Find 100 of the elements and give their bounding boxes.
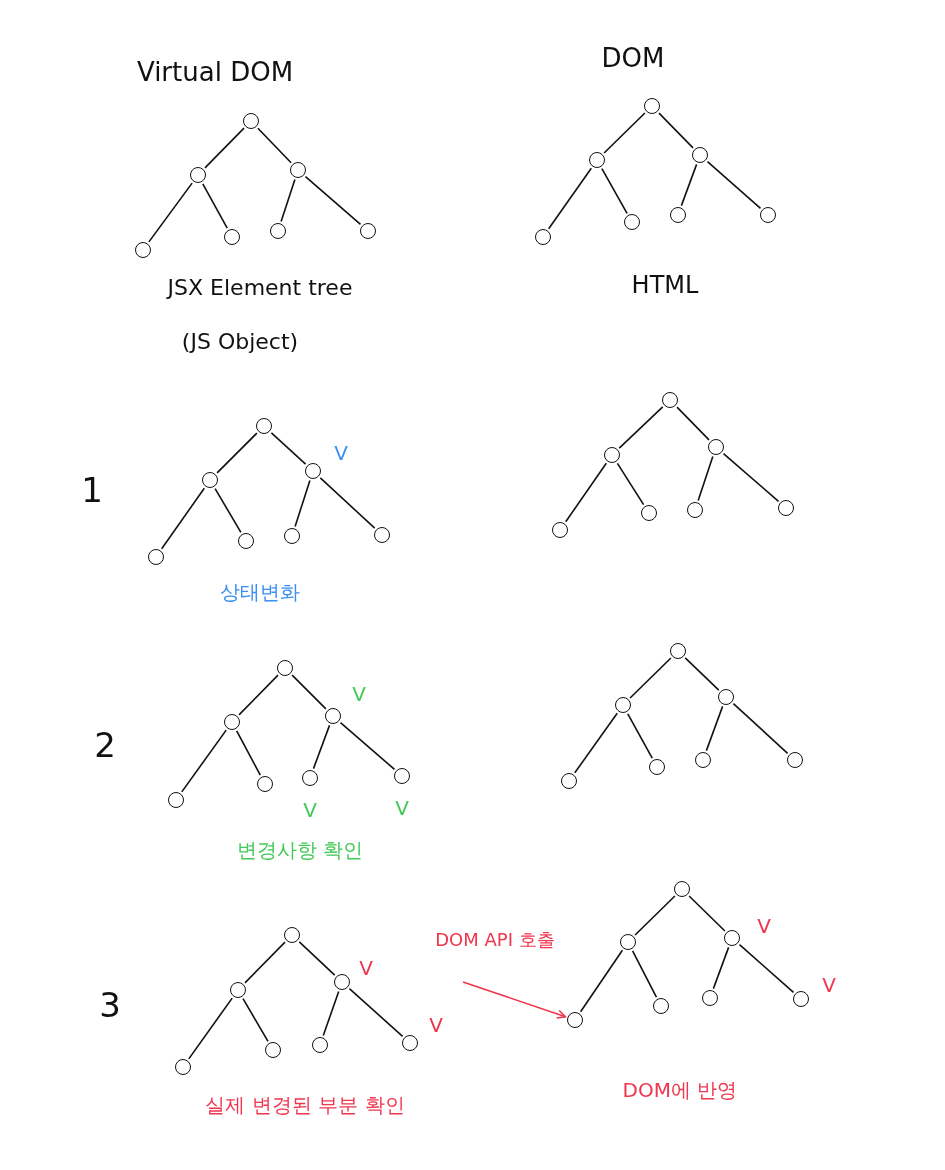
- connector-line: [722, 452, 780, 503]
- tree-caption: HTML: [631, 271, 699, 299]
- connector-line: [618, 406, 664, 449]
- tree-node-circle: [649, 759, 665, 775]
- connector-line: [564, 462, 608, 523]
- tree-node-circle: [257, 776, 273, 792]
- step-number: 1: [81, 470, 103, 510]
- tree-node-circle: [702, 990, 718, 1006]
- check-mark: V: [352, 682, 366, 706]
- check-mark: V: [303, 798, 317, 822]
- connector-line: [712, 946, 730, 990]
- connector-line: [688, 895, 726, 932]
- connector-line: [547, 167, 593, 230]
- tree-node-circle: [687, 502, 703, 518]
- connector-line: [706, 160, 762, 210]
- tree-node-circle: [644, 98, 660, 114]
- tree-node-circle: [230, 982, 246, 998]
- tree-node-circle: [270, 223, 286, 239]
- step-note: 변경사항 확인: [236, 836, 364, 864]
- tree-node-circle: [567, 1012, 583, 1028]
- connector-line: [312, 724, 331, 770]
- tree-node-circle: [653, 998, 669, 1014]
- connector-line: [658, 112, 694, 149]
- connector-line: [304, 175, 362, 226]
- tree-node-circle: [334, 974, 350, 990]
- tree-node-circle: [695, 752, 711, 768]
- tree-node-circle: [135, 242, 151, 258]
- connector-line: [322, 990, 340, 1037]
- connector-line: [242, 997, 269, 1043]
- tree-node-circle: [793, 991, 809, 1007]
- connector-line: [294, 479, 311, 528]
- tree-node-circle: [615, 697, 631, 713]
- check-mark: V: [822, 973, 836, 997]
- tree-node-circle: [787, 752, 803, 768]
- connector-line: [676, 406, 710, 441]
- connector-line: [148, 182, 193, 243]
- tree-node-circle: [535, 229, 551, 245]
- tree-node-circle: [561, 773, 577, 789]
- step-note: DOM에 반영: [622, 1076, 738, 1104]
- connector-line: [634, 895, 676, 936]
- tree-node-circle: [168, 792, 184, 808]
- step-number: 2: [94, 725, 116, 765]
- check-mark: V: [395, 796, 409, 820]
- tree-node-circle: [284, 528, 300, 544]
- connector-line: [214, 487, 242, 534]
- connector-line: [319, 477, 376, 529]
- tree-node-circle: [238, 533, 254, 549]
- tree-caption: JSX Element tree: [167, 274, 353, 300]
- tree-node-circle: [624, 214, 640, 230]
- connector-line: [216, 432, 258, 474]
- connector-line: [257, 127, 292, 164]
- tree-node-circle: [305, 463, 321, 479]
- tree-node-circle: [662, 392, 678, 408]
- step-note: 실제 변경된 부분 확인: [205, 1091, 405, 1119]
- column-heading: Virtual DOM: [136, 57, 294, 87]
- tree-node-circle: [402, 1035, 418, 1051]
- tree-node-circle: [224, 714, 240, 730]
- tree-node-circle: [552, 522, 568, 538]
- step-number: 3: [99, 985, 121, 1025]
- connector-line: [732, 702, 789, 755]
- connector-line: [601, 167, 628, 215]
- tree-node-circle: [760, 207, 776, 223]
- tree-node-circle: [670, 643, 686, 659]
- connector-line: [348, 987, 404, 1038]
- tree-node-circle: [284, 927, 300, 943]
- tree-node-circle: [604, 447, 620, 463]
- connector-line: [160, 487, 206, 550]
- connector-line: [697, 455, 714, 502]
- tree-node-circle: [670, 207, 686, 223]
- tree-node-circle: [674, 881, 690, 897]
- connector-line: [204, 127, 245, 169]
- connector-line: [629, 657, 672, 699]
- tree-node-circle: [394, 768, 410, 784]
- connector-line: [202, 183, 228, 229]
- connector-line: [181, 729, 227, 793]
- tree-node-circle: [360, 223, 376, 239]
- connector-line: [603, 112, 646, 154]
- check-mark: V: [359, 956, 373, 980]
- tree-node-circle: [243, 113, 259, 129]
- tree-node-circle: [256, 418, 272, 434]
- connector-line: [627, 713, 653, 759]
- connector-line: [574, 712, 618, 774]
- connector-line: [238, 674, 279, 716]
- connector-line: [291, 674, 327, 710]
- tree-node-circle: [589, 152, 605, 168]
- arrow: [462, 981, 567, 1019]
- tree-node-circle: [374, 527, 390, 543]
- tree-node-circle: [148, 549, 164, 565]
- connector-line: [235, 730, 262, 776]
- connector-line: [616, 462, 645, 506]
- tree-node-circle: [778, 500, 794, 516]
- check-mark: V: [757, 914, 771, 938]
- connector-line: [631, 950, 658, 998]
- connector-line: [298, 941, 336, 976]
- connector-line: [705, 705, 724, 752]
- step-note: 상태변화: [220, 578, 300, 606]
- check-mark: V: [334, 441, 348, 465]
- connector-line: [270, 432, 307, 465]
- connector-line: [280, 178, 296, 223]
- tree-node-circle: [692, 147, 708, 163]
